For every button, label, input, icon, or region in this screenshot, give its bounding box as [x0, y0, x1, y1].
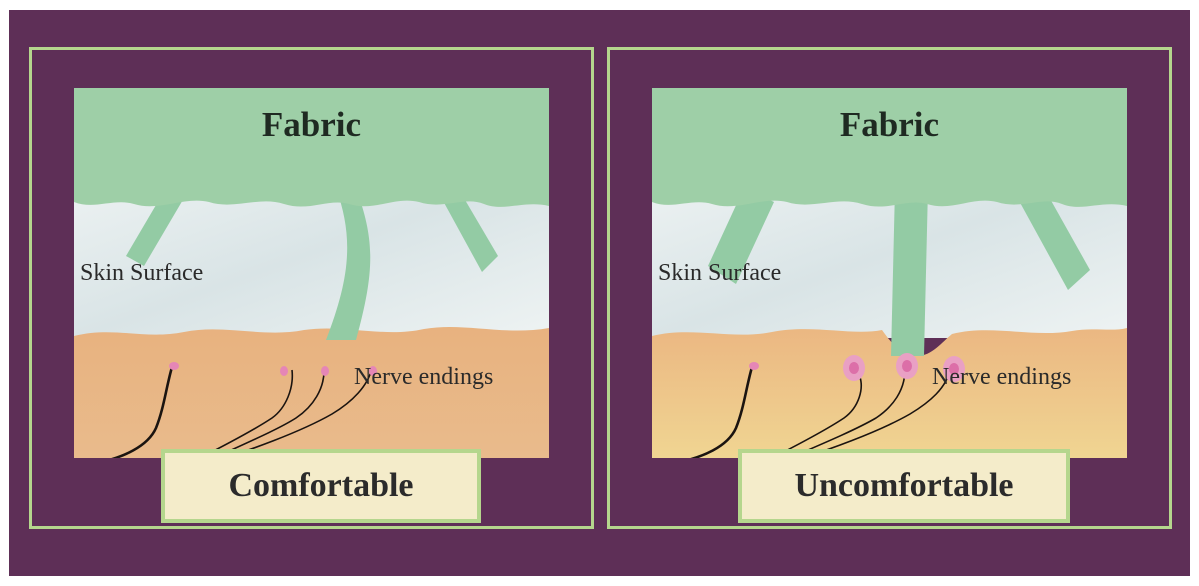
skin-surface-label: Skin Surface — [658, 260, 781, 287]
diagram-background: Fabric Skin Surface Nerve endings Comfor… — [9, 10, 1190, 576]
tissue-layer — [74, 327, 549, 458]
uncomfortable-scene: Fabric Skin Surface Nerve endings — [652, 88, 1127, 458]
fabric-label: Fabric — [652, 105, 1127, 145]
fabric-label: Fabric — [74, 105, 549, 145]
comfortable-caption: Comfortable — [161, 449, 481, 523]
skin-surface-label: Skin Surface — [80, 260, 203, 287]
comfortable-scene: Fabric Skin Surface Nerve endings — [74, 88, 549, 458]
nerve-endings-label: Nerve endings — [932, 364, 1071, 391]
nerve-endings-label: Nerve endings — [354, 364, 493, 391]
fabric-fiber — [891, 188, 928, 356]
tissue-layer — [652, 328, 1127, 458]
uncomfortable-caption: Uncomfortable — [738, 449, 1070, 523]
